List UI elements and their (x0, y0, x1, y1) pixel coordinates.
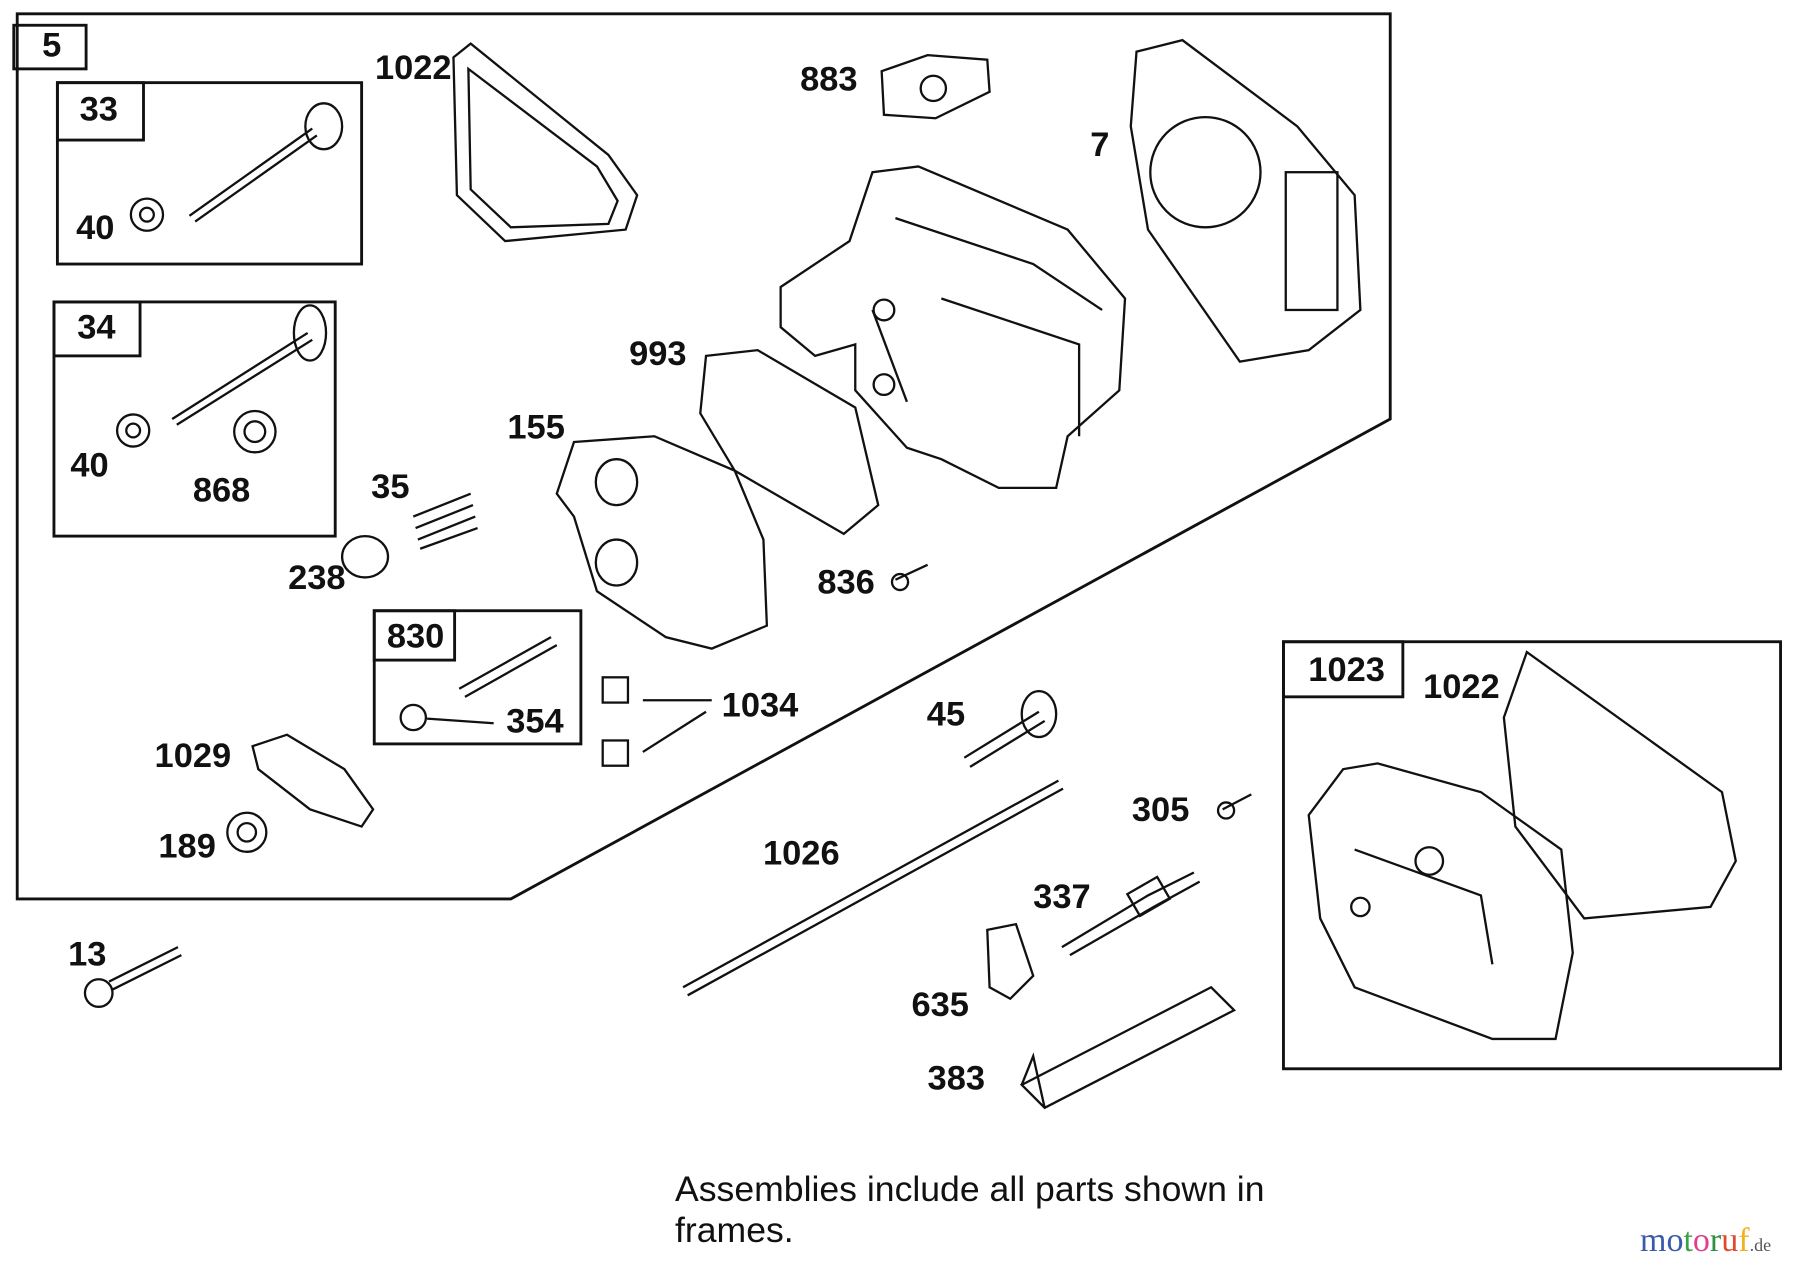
watermark-letter: m (1640, 1222, 1667, 1259)
label-box-5 (12, 23, 88, 71)
callout-1026: 1026 (762, 834, 840, 873)
callout-354: 354 (506, 702, 564, 741)
gasket-1022-cover (1502, 650, 1737, 920)
frame-34 (52, 300, 337, 538)
callout-337: 337 (1033, 878, 1091, 917)
assembly-note: Assemblies include all parts shown in fr… (675, 1169, 1264, 1252)
watermark-letter: r (1709, 1222, 1722, 1259)
callout-993: 993 (629, 335, 687, 374)
callout-35: 35 (371, 468, 410, 507)
seal-868 (233, 409, 277, 454)
callout-238: 238 (288, 559, 346, 597)
callout-5: 5 (42, 26, 62, 65)
callout-836: 836 (817, 563, 875, 602)
callout-305: 305 (1131, 790, 1190, 829)
spring-35 (412, 492, 478, 550)
frame-33 (55, 81, 364, 266)
callout-33: 33 (79, 90, 118, 129)
gasket-883 (880, 53, 991, 120)
callout-1022: 1022 (1423, 668, 1500, 707)
stud-830 (458, 636, 558, 698)
frame-830 (372, 609, 583, 746)
callout-1034: 1034 (721, 686, 799, 725)
guide-1034a (601, 676, 630, 704)
callout-635: 635 (911, 986, 969, 1025)
watermark-letter: t (1683, 1222, 1693, 1259)
valve-cover (1307, 762, 1574, 1041)
watermark-letter: f (1738, 1222, 1750, 1259)
valve-33 (188, 127, 318, 223)
callout-40: 40 (76, 208, 115, 247)
bolt-13 (108, 946, 182, 991)
rocker-1029 (251, 733, 375, 828)
callout-7: 7 (1090, 126, 1110, 165)
callout-1022: 1022 (374, 49, 452, 88)
callout-189: 189 (158, 827, 216, 866)
pushrod-1026 (682, 779, 1064, 997)
watermark-letter: o (1666, 1222, 1684, 1259)
gasket-993 (699, 348, 880, 536)
retainer-40a (129, 197, 165, 232)
plate-155 (555, 435, 769, 650)
callout-1023: 1023 (1308, 650, 1385, 689)
fitting-635 (986, 922, 1035, 1001)
head-gasket-7 (1129, 38, 1362, 363)
gasket-1022-top (452, 42, 639, 243)
callout-45: 45 (926, 695, 966, 734)
callout-830: 830 (386, 617, 445, 656)
watermark-letter: u (1721, 1222, 1739, 1259)
assembly-5-frame (15, 12, 1392, 901)
callout-1029: 1029 (154, 737, 232, 775)
watermark-logo: motoruf.de (1640, 1222, 1771, 1260)
cap-238 (340, 534, 390, 579)
callout-13: 13 (68, 935, 107, 974)
callout-40: 40 (70, 446, 109, 485)
callout-883: 883 (800, 60, 858, 99)
watermark-suffix: .de (1749, 1235, 1772, 1255)
callout-383: 383 (927, 1059, 986, 1098)
watermark-letter: o (1692, 1222, 1710, 1259)
callout-868: 868 (192, 471, 251, 510)
nut-354 (399, 703, 428, 732)
note-line-1: Assemblies include all parts shown in (675, 1168, 1265, 1209)
screw-305 (1222, 793, 1252, 811)
valve-34 (171, 331, 313, 426)
note-line-2: frames. (675, 1209, 794, 1251)
wrench-383 (1019, 985, 1237, 1110)
screw-836 (894, 563, 929, 581)
callout-34: 34 (77, 308, 116, 347)
nut-189 (226, 811, 268, 853)
tappet-45 (963, 710, 1046, 768)
cylinder-head (779, 165, 1127, 490)
frame-1023 (1282, 640, 1782, 1071)
callout-155: 155 (507, 408, 565, 447)
